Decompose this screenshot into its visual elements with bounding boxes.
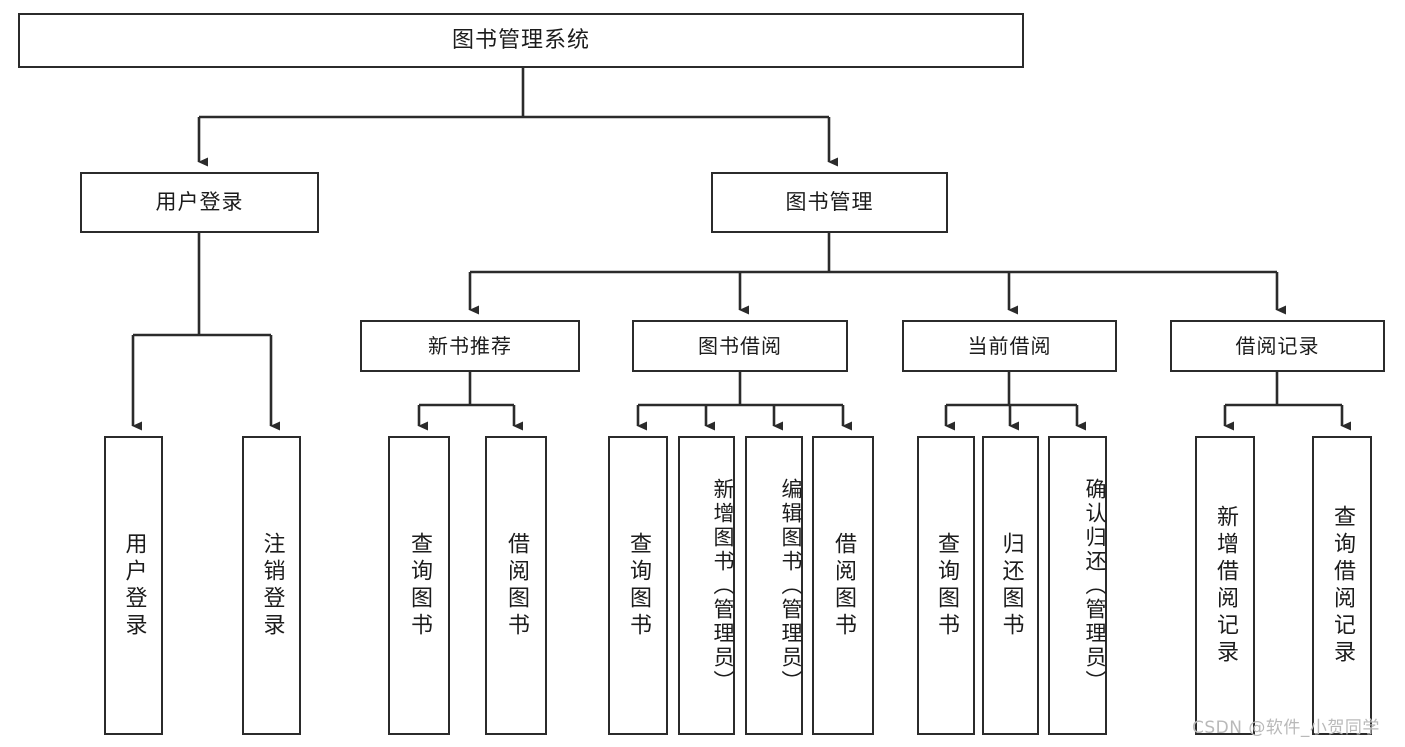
node-root-book-management-system[interactable]: 图书管理系统 — [18, 13, 1024, 68]
node-book-management[interactable]: 图书管理 — [711, 172, 948, 233]
leaf-return-book[interactable]: 归还图书 — [982, 436, 1039, 735]
leaf-borrow-book-new[interactable]: 借阅图书 — [485, 436, 547, 735]
node-borrow-records[interactable]: 借阅记录 — [1170, 320, 1385, 372]
leaf-borrow-book[interactable]: 借阅图书 — [812, 436, 874, 735]
leaf-query-book-borrow[interactable]: 查询图书 — [608, 436, 668, 735]
leaf-edit-book-admin[interactable]: 编辑图书（管理员） — [745, 436, 803, 735]
leaf-confirm-return-admin[interactable]: 确认归还（管理员） — [1048, 436, 1107, 735]
leaf-add-borrow-record[interactable]: 新增借阅记录 — [1195, 436, 1255, 735]
node-user-login[interactable]: 用户登录 — [80, 172, 319, 233]
leaf-user-login[interactable]: 用户登录 — [104, 436, 163, 735]
node-current-borrow[interactable]: 当前借阅 — [902, 320, 1117, 372]
leaf-add-book-admin[interactable]: 新增图书（管理员） — [678, 436, 735, 735]
leaf-logout[interactable]: 注销登录 — [242, 436, 301, 735]
leaf-query-borrow-record[interactable]: 查询借阅记录 — [1312, 436, 1372, 735]
node-book-borrow[interactable]: 图书借阅 — [632, 320, 848, 372]
leaf-query-book-current[interactable]: 查询图书 — [917, 436, 975, 735]
leaf-query-book-new[interactable]: 查询图书 — [388, 436, 450, 735]
node-new-book-recommend[interactable]: 新书推荐 — [360, 320, 580, 372]
